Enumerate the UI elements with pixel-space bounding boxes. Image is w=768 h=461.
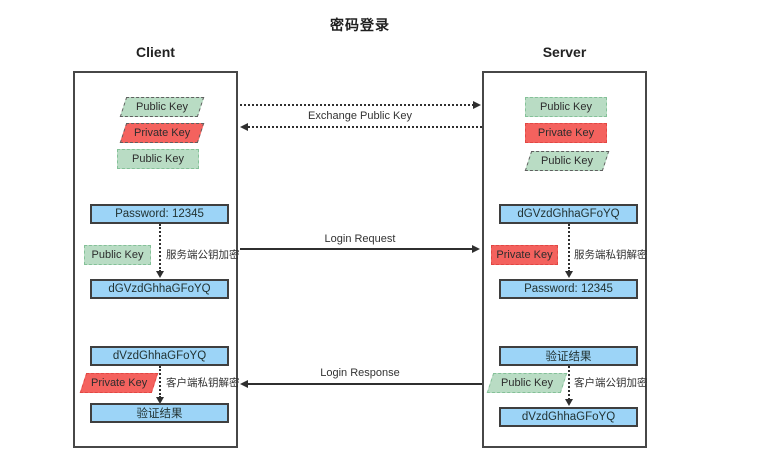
server-own-public-key-label: Public Key (540, 101, 592, 113)
client-own-public-key-shape: Public Key (119, 97, 205, 117)
client-encrypt-key-label: Public Key (91, 249, 144, 261)
server-decrypt-arrowhead-icon (565, 271, 573, 278)
client-own-public-key-label: Public Key (136, 101, 188, 113)
server-lane-title: Server (542, 44, 587, 60)
server-encrypt-key-label: Public Key (501, 377, 553, 389)
login-request-line (240, 248, 473, 250)
exchange-arrow-right-head-icon (473, 101, 481, 109)
server-result-box: 验证结果 (499, 346, 638, 366)
client-encrypt-note: 服务端公钥加密 (166, 249, 240, 261)
exchange-arrow-left-head-icon (240, 123, 248, 131)
login-response-arrowhead-icon (240, 380, 248, 388)
login-request-arrowhead-icon (472, 245, 480, 253)
client-decrypt-key-shape: Private Key (79, 373, 159, 393)
server-response-ciphertext-box: dVzdGhhaGFoYQ (499, 407, 638, 427)
client-decrypt-key-label: Private Key (90, 377, 148, 389)
client-own-private-key-shape: Private Key (119, 123, 205, 143)
server-encrypt-arrowhead-icon (565, 399, 573, 406)
client-encrypt-arrowhead-icon (156, 271, 164, 278)
client-encrypt-key-shape: Public Key (84, 245, 151, 265)
server-received-public-key-shape: Public Key (524, 151, 610, 171)
client-decrypt-note: 客户端私钥解密 (166, 377, 240, 389)
server-own-private-key-shape: Private Key (525, 123, 607, 143)
client-decrypt-arrowhead-icon (156, 397, 164, 404)
server-decrypt-key-shape: Private Key (491, 245, 558, 265)
client-ciphertext-box: dGVzdGhhaGFoYQ (90, 279, 229, 299)
exchange-arrow-right-line (240, 104, 474, 106)
login-response-line (248, 383, 482, 385)
server-decrypt-note: 服务端私钥解密 (574, 249, 648, 261)
server-box: Public Key Private Key Public Key dGVzdG… (482, 71, 648, 448)
client-response-ciphertext-box: dVzdGhhaGFoYQ (90, 346, 229, 366)
login-request-label: Login Request (324, 233, 396, 245)
client-box: Public Key Private Key Public Key Passwo… (73, 71, 240, 448)
client-encrypt-arrow-line (159, 224, 161, 272)
client-password-box: Password: 12345 (90, 204, 229, 224)
server-encrypt-arrow-line (568, 366, 570, 400)
client-decrypt-arrow-line (159, 366, 161, 398)
server-decrypt-key-label: Private Key (496, 249, 553, 261)
server-ciphertext-box: dGVzdGhhaGFoYQ (499, 204, 638, 224)
exchange-label: Exchange Public Key (308, 110, 412, 122)
server-encrypt-note: 客户端公钥加密 (574, 377, 648, 389)
page-title: 密码登录 (330, 17, 390, 33)
client-result-box: 验证结果 (90, 403, 229, 423)
client-received-public-key-shape: Public Key (117, 149, 199, 169)
server-encrypt-key-shape: Public Key (486, 373, 568, 393)
client-lane-title: Client (136, 44, 175, 60)
exchange-arrow-left-line (248, 126, 482, 128)
client-received-public-key-label: Public Key (132, 153, 184, 165)
server-decrypt-arrow-line (568, 224, 570, 272)
server-own-private-key-label: Private Key (537, 127, 595, 139)
login-response-label: Login Response (320, 367, 400, 379)
server-password-box: Password: 12345 (499, 279, 638, 299)
client-own-private-key-label: Private Key (133, 127, 191, 139)
server-own-public-key-shape: Public Key (525, 97, 607, 117)
server-received-public-key-label: Public Key (541, 155, 593, 167)
